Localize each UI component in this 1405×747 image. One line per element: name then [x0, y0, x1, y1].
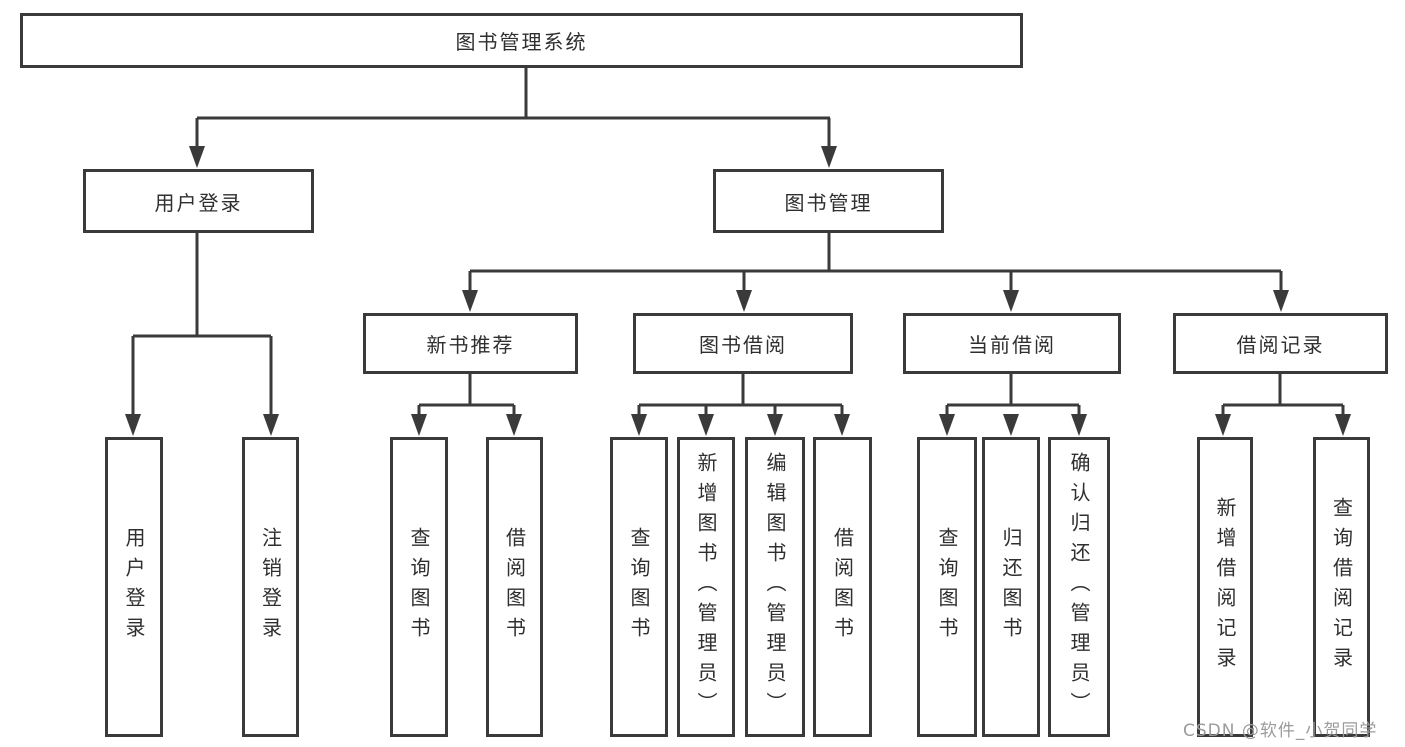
node-book-management: 图书管理: [713, 169, 944, 233]
leaf-cb-confirm-return: 确认归还（管理员）: [1048, 437, 1110, 737]
node-book-borrowing: 图书借阅: [633, 313, 853, 374]
leaf-bb-add-book-label: 新增图书（管理员）: [694, 452, 718, 722]
leaf-bb-search-book-label: 查询图书: [627, 527, 651, 647]
leaf-cb-search-book: 查询图书: [917, 437, 977, 737]
leaf-logout-label: 注销登录: [258, 527, 283, 647]
leaf-br-search-record-label: 查询借阅记录: [1329, 497, 1354, 677]
node-current-borrowing: 当前借阅: [903, 313, 1121, 374]
leaf-cb-search-book-label: 查询图书: [935, 527, 959, 647]
leaf-user-login-label: 用户登录: [122, 527, 146, 647]
csdn-watermark: CSDN @软件_小贺同学: [1183, 721, 1378, 741]
node-root: 图书管理系统: [20, 13, 1023, 68]
leaf-cb-return-book: 归还图书: [982, 437, 1040, 737]
leaf-bb-search-book: 查询图书: [610, 437, 668, 737]
leaf-bb-add-book: 新增图书（管理员）: [677, 437, 735, 737]
leaf-user-login: 用户登录: [105, 437, 163, 737]
node-new-book-recommendation: 新书推荐: [363, 313, 578, 374]
leaf-br-add-record-label: 新增借阅记录: [1213, 497, 1237, 677]
node-borrowing-records: 借阅记录: [1173, 313, 1388, 374]
leaf-br-search-record: 查询借阅记录: [1313, 437, 1370, 737]
leaf-cb-confirm-return-label: 确认归还（管理员）: [1067, 452, 1091, 722]
leaf-bb-edit-book-label: 编辑图书（管理员）: [763, 452, 787, 722]
leaf-bb-borrow-book-label: 借阅图书: [830, 527, 855, 647]
leaf-bb-borrow-book: 借阅图书: [813, 437, 872, 737]
leaf-nbr-search-book: 查询图书: [390, 437, 448, 737]
leaf-logout: 注销登录: [242, 437, 299, 737]
leaf-br-add-record: 新增借阅记录: [1197, 437, 1253, 737]
leaf-nbr-search-book-label: 查询图书: [407, 527, 431, 647]
leaf-bb-edit-book: 编辑图书（管理员）: [745, 437, 805, 737]
node-user-login: 用户登录: [83, 169, 314, 233]
leaf-nbr-borrow-book: 借阅图书: [486, 437, 543, 737]
leaf-cb-return-book-label: 归还图书: [999, 527, 1023, 647]
leaf-nbr-borrow-book-label: 借阅图书: [502, 527, 527, 647]
